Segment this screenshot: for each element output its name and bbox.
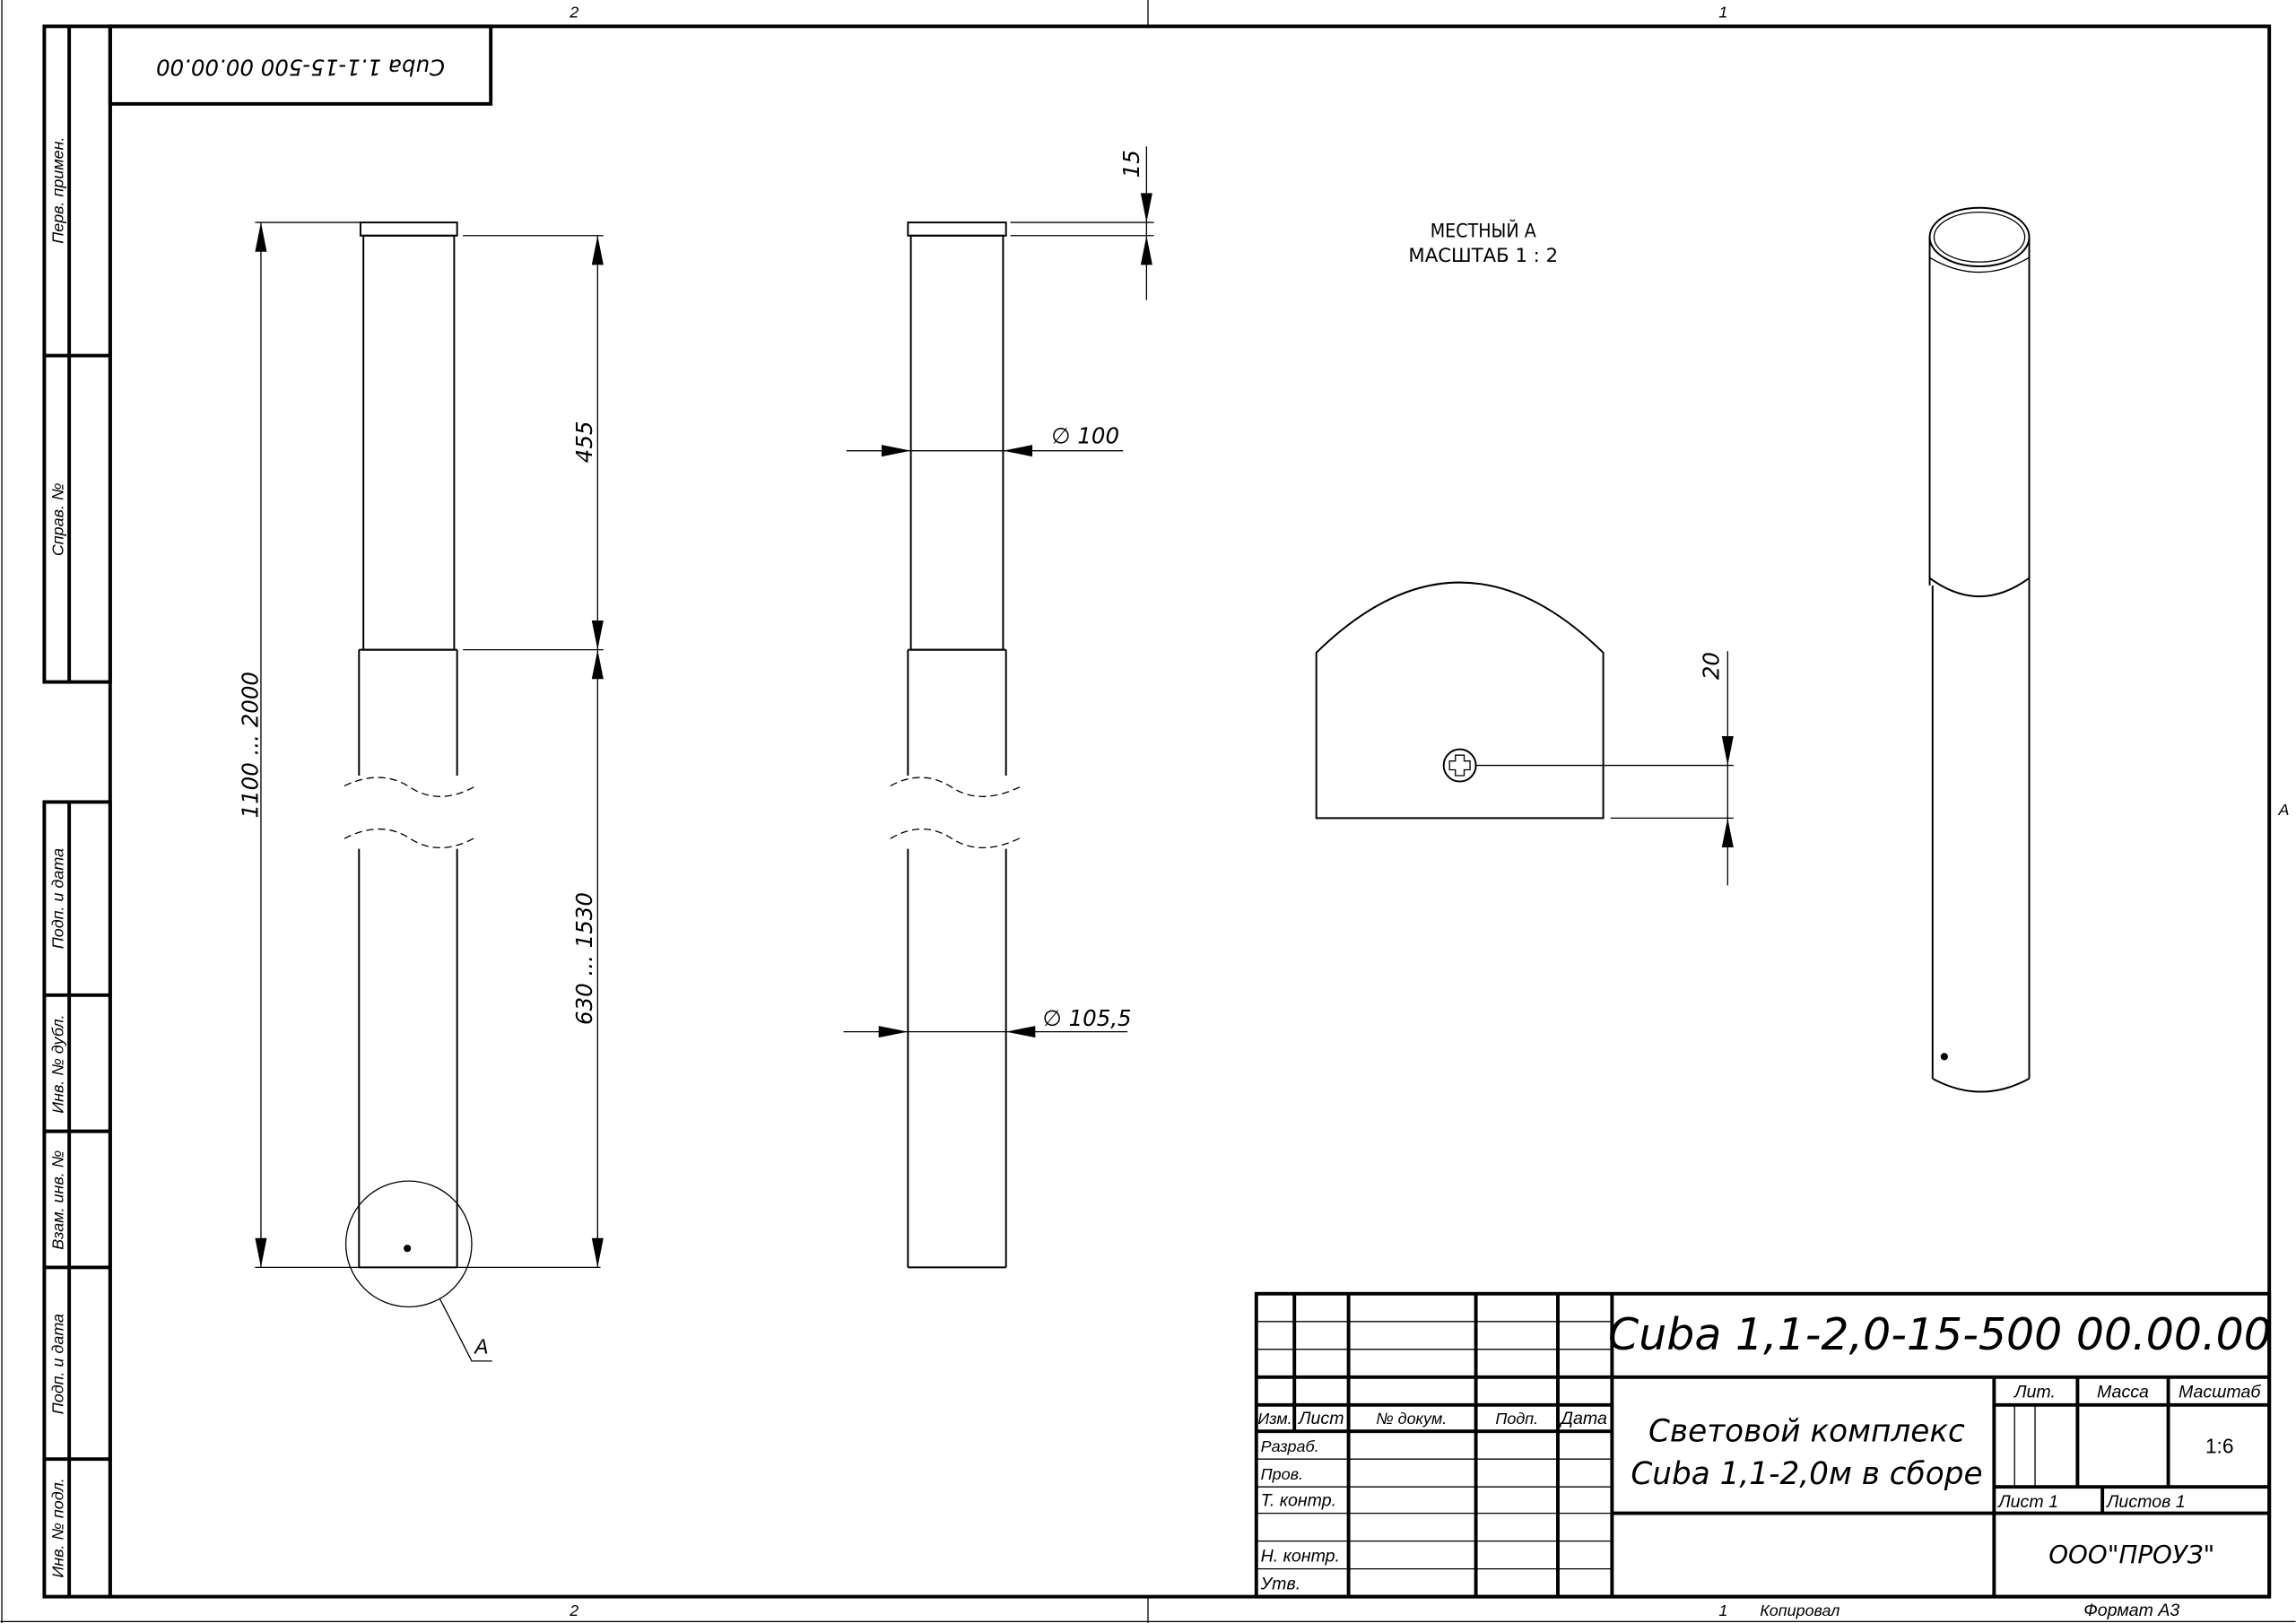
drawing-frame	[108, 24, 2272, 1599]
dim-cap-height: 15	[1118, 150, 1144, 178]
detail-a-view	[1315, 581, 1734, 886]
top-stamp-designation: Cuba 1.1-15-500 00.00.00	[156, 54, 445, 80]
isometric-view	[1928, 206, 2031, 1093]
detail-title: МЕСТНЫЙ А	[1431, 219, 1536, 242]
title-block	[1254, 1291, 2272, 1599]
dim-upper-length: 455	[571, 421, 597, 464]
role-razrab: Разраб.	[1261, 1437, 1319, 1455]
scale-value: 1:6	[2205, 1435, 2234, 1458]
role-prov: Пров.	[1261, 1465, 1303, 1483]
screw-icon	[1442, 748, 1477, 783]
header-sign: Подп.	[1495, 1410, 1538, 1428]
title-name-line2: Cuba 1,1-2,0м в сборе	[1631, 1456, 1982, 1492]
margin-label-podp-data-2: Подп. и дата	[49, 1314, 67, 1414]
detail-callout-label: A	[473, 1335, 488, 1358]
header-izm: Изм.	[1257, 1410, 1292, 1428]
header-doc: № докум.	[1376, 1410, 1447, 1428]
dim-diam-lower: ∅ 105,5	[1042, 1005, 1131, 1031]
detail-circle	[344, 1180, 473, 1308]
role-tkontr: Т. контр.	[1261, 1490, 1336, 1510]
margin-label-perv-primen: Перв. примен.	[49, 137, 67, 244]
margin-label-inv-dubl: Инв. № дубл.	[49, 1014, 67, 1113]
footer-copied: Копировал	[1760, 1601, 1839, 1619]
header-date: Дата	[1559, 1409, 1607, 1428]
zone-bottom-right: 1	[1718, 1601, 1727, 1619]
left-margin-strip	[42, 24, 112, 1599]
detail-scale: МАСШТАБ 1 : 2	[1408, 245, 1558, 267]
zone-bottom-left: 2	[569, 1601, 578, 1619]
footer-format: Формат А3	[2083, 1601, 2179, 1620]
margin-label-podp-data: Подп. и дата	[49, 848, 67, 949]
scale-label: Масштаб	[2179, 1383, 2261, 1402]
zone-top-left: 2	[569, 4, 578, 22]
dim-hole-offset: 20	[1699, 652, 1725, 680]
dim-lower-length: 630 ... 1530	[571, 892, 597, 1025]
sheet-number: Лист 1	[1996, 1492, 2058, 1512]
side-view	[843, 146, 1154, 1269]
zone-side: A	[2278, 801, 2290, 819]
top-stamp	[108, 24, 493, 106]
margin-label-vzam-inv: Взам. инв. №	[49, 1150, 67, 1250]
dim-diam-upper: ∅ 100	[1051, 423, 1119, 449]
lit-label: Лит.	[2013, 1383, 2056, 1402]
sheets-total: Листов 1	[2105, 1492, 2186, 1512]
role-nkontr: Н. контр.	[1261, 1546, 1340, 1566]
margin-label-inv-podl: Инв. № подл.	[49, 1478, 67, 1577]
zone-top-right: 1	[1718, 4, 1727, 22]
title-name-line1: Световой комплекс	[1648, 1414, 1965, 1450]
front-view	[255, 221, 604, 1362]
header-list: Лист	[1297, 1409, 1344, 1428]
role-utv: Утв.	[1260, 1574, 1300, 1593]
organization: ООО"ПРОУЗ"	[2048, 1540, 2214, 1569]
title-designation: Cuba 1,1-2,0-15-500 00.00.00	[1608, 1309, 2272, 1360]
dim-total-height: 1100 ... 2000	[238, 672, 264, 818]
margin-label-sprav-no: Справ. №	[49, 483, 67, 557]
mass-label: Масса	[2097, 1383, 2149, 1402]
